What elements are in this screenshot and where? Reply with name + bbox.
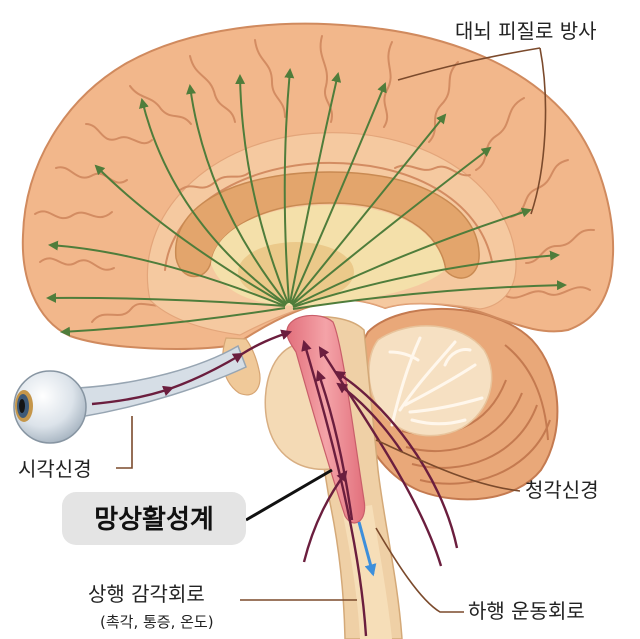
arbor-vitae-branch	[408, 396, 484, 414]
motor-pathway-arrow	[357, 521, 377, 577]
ascending-sensory-detail: (촉각, 통증, 온도)	[100, 613, 214, 631]
optic-pathway-arrow	[171, 352, 244, 390]
cortex-fold	[525, 228, 595, 264]
cortex-fold	[475, 97, 525, 171]
arbor-vitae-branch	[398, 340, 457, 412]
optic-nerve	[77, 344, 247, 418]
cortex-fold	[189, 55, 236, 123]
ascending-sensory-label: 상행 감각회로	[88, 582, 205, 606]
cortex-fold	[254, 39, 286, 118]
projection-arrow	[186, 84, 288, 305]
cortex-fold	[383, 41, 393, 128]
projection-arrow	[283, 68, 295, 304]
auditory-pathway-arrow	[336, 382, 403, 453]
projection-arrow	[292, 207, 532, 307]
cerebellum-folia	[504, 344, 549, 441]
projection-arrow	[139, 98, 287, 305]
projection-arrow	[291, 113, 447, 305]
cortical-projection-arrows	[46, 68, 567, 337]
cortex-fold	[55, 166, 128, 184]
cortex-fold	[39, 257, 115, 271]
label-box	[62, 492, 246, 545]
label-cortex-projection: 대뇌 피질로 방사	[397, 19, 597, 215]
arbor-vitae-branch	[390, 336, 422, 427]
projection-arrow	[289, 72, 342, 304]
projection-arrow	[292, 250, 560, 308]
arbor-vitae-branch	[403, 363, 477, 407]
label-ascending-sensory: 상행 감각회로 (촉각, 통증, 온도)	[88, 582, 357, 631]
cortex-projection-label: 대뇌 피질로 방사	[455, 19, 597, 43]
projection-arrow	[291, 146, 492, 306]
cerebellum-folia	[419, 419, 551, 485]
leader-line	[397, 47, 541, 81]
sensory-pathway-arrow	[301, 339, 368, 637]
eyeball	[13, 370, 87, 444]
eye-and-optic-nerve	[13, 329, 293, 444]
sensory-pathway-arrow	[302, 470, 348, 563]
auditory-nerve-label: 청각신경	[525, 478, 599, 502]
sensory-pathway-arrow	[334, 370, 459, 549]
arbor-vitae-branch	[410, 418, 467, 426]
leader-line	[245, 468, 333, 522]
optic-pathway-arrow	[91, 385, 175, 406]
leader-line	[530, 47, 547, 215]
cerebellum	[355, 308, 559, 501]
pupil	[19, 399, 25, 413]
cortex-fold	[129, 85, 192, 125]
leader-line	[375, 439, 521, 492]
cerebellum-folia	[411, 404, 538, 469]
cerebellum-folia	[405, 392, 523, 453]
cortex-fold	[34, 210, 113, 220]
ascending-sensory-arrows	[301, 339, 459, 637]
label-auditory-nerve: 청각신경	[375, 439, 599, 502]
leader-line	[116, 416, 133, 469]
cortex-fold	[319, 35, 334, 123]
projection-arrow	[94, 164, 287, 306]
label-descending-motor: 하행 운동회로	[375, 527, 585, 623]
projection-arrow	[48, 240, 286, 307]
label-reticular-activating-system: 망상활성계	[62, 468, 333, 545]
optic-nerve-label: 시각신경	[18, 457, 92, 481]
label-optic-nerve: 시각신경	[18, 416, 133, 481]
arbor-vitae	[368, 325, 493, 437]
cortex-fold	[394, 164, 471, 177]
arbor-vitae-branch	[443, 348, 472, 367]
arbor-vitae-branch	[388, 350, 420, 362]
projection-arrow	[46, 292, 286, 307]
leader-line	[375, 527, 464, 613]
optic-pathway-arrow	[241, 329, 293, 356]
projection-arrow	[292, 280, 567, 310]
projection-arrow	[60, 307, 286, 337]
descending-motor-label: 하행 운동회로	[468, 599, 585, 623]
reticular-activating-system-label: 망상활성계	[94, 505, 214, 535]
projection-arrow	[290, 82, 387, 305]
cortex-fold	[505, 286, 591, 299]
cortex-fold	[85, 123, 153, 145]
projection-arrow	[235, 74, 289, 304]
cortex-fold	[428, 61, 459, 143]
sensory-pathway-arrow	[315, 369, 354, 521]
